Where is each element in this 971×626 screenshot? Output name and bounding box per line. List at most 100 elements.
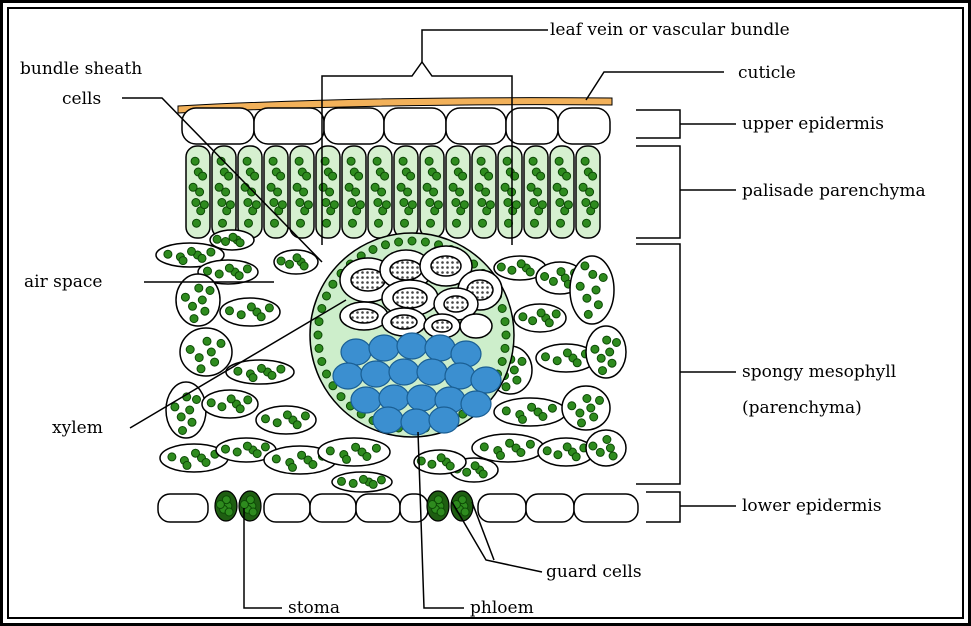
phloem-cell [389, 359, 419, 385]
chloroplast [249, 374, 257, 382]
chloroplast [249, 508, 257, 516]
label-bundle-sheath-cells: cells [62, 89, 101, 109]
chloroplast [296, 199, 304, 207]
chloroplast [355, 172, 363, 180]
chloroplast [186, 406, 194, 414]
chloroplast [271, 219, 279, 227]
chloroplast [589, 270, 597, 278]
chloroplast [583, 294, 591, 302]
phloem-cell [471, 367, 501, 393]
chloroplast [225, 172, 233, 180]
chloroplast [400, 199, 408, 207]
chloroplast [243, 442, 251, 450]
chloroplast [480, 443, 488, 451]
chloroplast [537, 172, 545, 180]
phloem-cell [429, 407, 459, 433]
chloroplast [243, 265, 251, 273]
chloroplast [589, 172, 597, 180]
chloroplast [207, 248, 215, 256]
chloroplast [164, 250, 172, 258]
chloroplast [506, 439, 514, 447]
chloroplast [478, 199, 486, 207]
chloroplast [446, 462, 454, 470]
sheath-chloroplast [501, 318, 509, 326]
chloroplast [245, 219, 253, 227]
chloroplast [273, 419, 281, 427]
sheath-chloroplast [498, 358, 506, 366]
chloroplast [204, 267, 212, 275]
phloem-cell [361, 361, 391, 387]
chloroplast [229, 233, 237, 241]
chloroplast [262, 415, 270, 423]
chloroplast [277, 172, 285, 180]
chloroplast [583, 395, 591, 403]
phloem-cell [445, 363, 475, 389]
chloroplast [295, 157, 303, 165]
chloroplast [555, 157, 563, 165]
upper-epidermis-cells [182, 108, 610, 144]
chloroplast [183, 461, 191, 469]
chloroplast [527, 183, 535, 191]
chloroplast [497, 263, 505, 271]
chloroplast [257, 313, 265, 321]
chloroplast [568, 402, 576, 410]
chloroplast [219, 219, 227, 227]
label-lower-epidermis: lower epidermis [742, 496, 882, 516]
chloroplast [234, 367, 242, 375]
chloroplast [222, 238, 230, 246]
sheath-chloroplast [315, 344, 323, 352]
chloroplast [451, 157, 459, 165]
chloroplast [582, 199, 590, 207]
chloroplast [590, 413, 598, 421]
chloroplast [226, 201, 234, 209]
chloroplast [338, 477, 346, 485]
chloroplast [581, 262, 589, 270]
chloroplast [503, 157, 511, 165]
chloroplast [247, 303, 255, 311]
chloroplast [347, 157, 355, 165]
chloroplast [578, 419, 586, 427]
chloroplast [195, 354, 203, 362]
chloroplast [573, 359, 581, 367]
chloroplast [553, 357, 561, 365]
chloroplast [519, 415, 527, 423]
palisade-cells [186, 146, 600, 238]
chloroplast [606, 444, 614, 452]
chloroplast [251, 172, 259, 180]
sheath-chloroplast [323, 292, 331, 300]
phloem-cell [397, 333, 427, 359]
chloroplast [267, 183, 275, 191]
chloroplast [587, 404, 595, 412]
phloem-cell [401, 409, 431, 435]
label-guard-cells: guard cells [546, 562, 642, 582]
label-cuticle: cuticle [738, 63, 796, 83]
chloroplast [399, 157, 407, 165]
chloroplast [191, 157, 199, 165]
chloroplast [477, 157, 485, 165]
chloroplast [485, 172, 493, 180]
chloroplast [423, 183, 431, 191]
label-parenchyma: (parenchyma) [742, 398, 862, 418]
chloroplast [193, 219, 201, 227]
chloroplast [168, 453, 176, 461]
chloroplast [300, 262, 308, 270]
chloroplast [304, 201, 312, 209]
sheath-chloroplast [315, 318, 323, 326]
chloroplast [181, 293, 189, 301]
chloroplast [270, 199, 278, 207]
chloroplast [576, 282, 584, 290]
chloroplast [460, 201, 468, 209]
chloroplast [286, 260, 294, 268]
chloroplast [528, 403, 536, 411]
chloroplast [236, 239, 244, 247]
chloroplast [193, 396, 201, 404]
chloroplast [599, 274, 607, 282]
chloroplast [363, 453, 371, 461]
chloroplast [463, 468, 471, 476]
chloroplast [449, 183, 457, 191]
label-xylem: xylem [52, 418, 103, 438]
label-air-space: air space [24, 272, 102, 292]
chloroplast [241, 183, 249, 191]
chloroplast [215, 183, 223, 191]
vascular-bundle [310, 233, 514, 437]
